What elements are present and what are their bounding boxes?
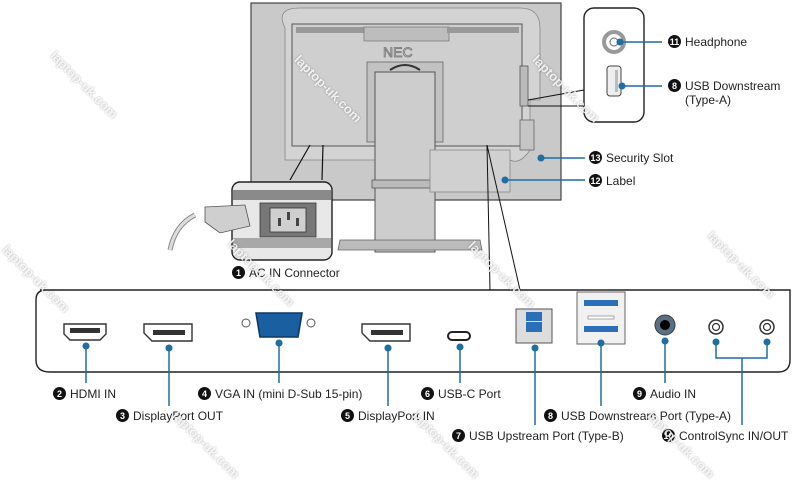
callout-label: VGA IN (mini D-Sub 15-pin)	[215, 387, 363, 401]
callout-vga-in: 4 VGA IN (mini D-Sub 15-pin)	[198, 387, 362, 401]
callout-controlsync: 10 ControlSync IN/OUT	[662, 429, 788, 443]
callout-number: 8	[668, 79, 681, 92]
callout-number: 6	[421, 387, 434, 400]
callout-label-sticker: 12 Label	[589, 174, 635, 188]
callout-label: USB Downstream Port (Type-A)	[561, 409, 732, 423]
callout-displayport-out: 3 DisplayPort OUT	[116, 409, 223, 423]
callout-label: HDMI IN	[70, 387, 116, 401]
callout-label: AC IN Connector	[249, 266, 340, 280]
callout-number: 8	[544, 409, 557, 422]
callout-label: Label	[606, 174, 636, 188]
callout-ac-in: 1 AC IN Connector	[232, 266, 340, 280]
brand-logo: NEC	[383, 44, 413, 60]
monitor-back: NEC	[250, 2, 562, 253]
callout-label: ControlSync IN/OUT	[679, 429, 789, 443]
callout-usb-downstream: 8 USB Downstream Port (Type-A)	[544, 409, 731, 423]
callout-number: 1	[232, 266, 245, 279]
callout-security-slot: 13 Security Slot	[589, 151, 673, 165]
callout-label: Security Slot	[606, 151, 674, 165]
callout-label: DisplayPort IN	[358, 409, 435, 423]
leader-lines	[82, 38, 771, 425]
callout-number: 5	[341, 409, 354, 422]
callout-label: USB-C Port	[438, 387, 501, 401]
callout-number: 2	[53, 387, 66, 400]
callout-usb-upstream: 7 USB Upstream Port (Type-B)	[452, 429, 624, 443]
callout-label: USB Upstream Port (Type-B)	[469, 429, 624, 443]
callout-displayport-in: 5 DisplayPort IN	[341, 409, 435, 423]
monitor-rear-diagram: NEC	[35, 2, 791, 425]
callout-number: 7	[452, 429, 465, 442]
callout-number: 10	[662, 429, 675, 442]
callout-label: DisplayPort OUT	[133, 409, 224, 423]
side-inset	[527, 7, 645, 123]
callout-label: USB Downstream	[685, 79, 781, 93]
callout-number: 13	[589, 151, 602, 164]
callout-number: 9	[633, 387, 646, 400]
callout-usb-c: 6 USB-C Port	[421, 387, 501, 401]
ac-in-inset	[167, 144, 333, 261]
callout-hdmi-in: 2 HDMI IN	[53, 387, 116, 401]
callout-label: Headphone	[685, 35, 748, 49]
callout-label: Audio IN	[650, 387, 697, 401]
callout-audio-in: 9 Audio IN	[633, 387, 696, 401]
callout-number: 3	[116, 409, 129, 422]
callout-usb-downstream-side: 8 USB Downstream (Type-A)	[668, 79, 780, 107]
callout-number: 12	[589, 174, 602, 187]
callout-number: 11	[668, 35, 681, 48]
callout-label-line2: (Type-A)	[685, 93, 732, 107]
callout-number: 4	[198, 387, 211, 400]
callout-headphone: 11 Headphone	[668, 35, 747, 49]
